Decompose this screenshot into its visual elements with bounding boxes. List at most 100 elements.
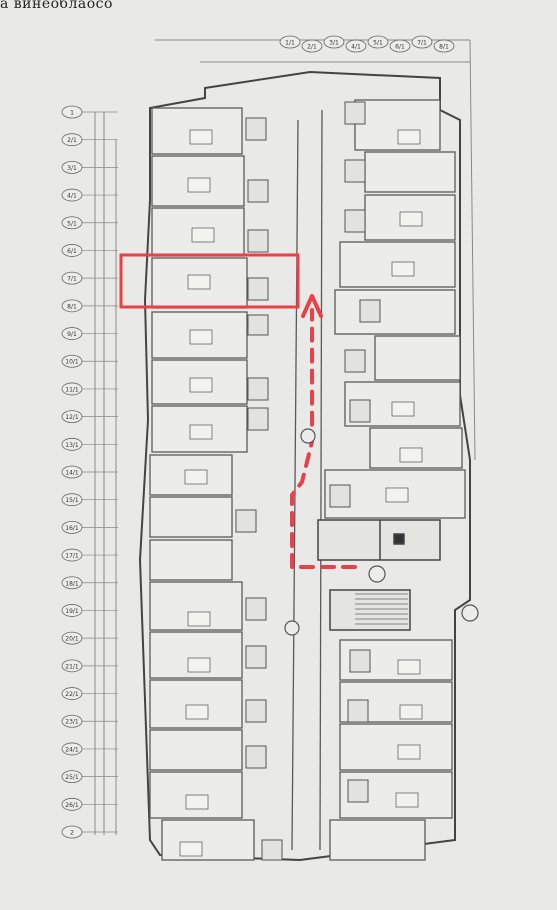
left-axis-label: 12/1 bbox=[65, 414, 79, 421]
left-axis-label: 16/1 bbox=[65, 525, 79, 532]
room-plaque bbox=[185, 794, 209, 810]
room-plaque bbox=[187, 177, 211, 193]
room-plaque bbox=[189, 329, 213, 345]
room-plaque bbox=[397, 744, 421, 760]
left-axis-label: 3/1 bbox=[67, 165, 77, 172]
left-axis-label: 25/1 bbox=[65, 774, 79, 781]
left-axis-marker: 5/1 bbox=[61, 216, 118, 230]
corridor bbox=[291, 109, 323, 851]
left-axis-label: 10/1 bbox=[65, 359, 79, 366]
stair-treads bbox=[355, 593, 408, 625]
elevator-core bbox=[317, 519, 441, 631]
left-axis-label: 8/1 bbox=[67, 303, 77, 310]
left-axis-label: 21/1 bbox=[65, 663, 79, 670]
room-plaque bbox=[184, 469, 208, 485]
room-plaque bbox=[395, 792, 419, 808]
left-axis-marker: 2/1 bbox=[61, 133, 118, 147]
top-axis-marker: 2/1 bbox=[301, 39, 323, 53]
left-axis-label: 22/1 bbox=[65, 691, 79, 698]
left-axis-label: 19/1 bbox=[65, 608, 79, 615]
room-plaque bbox=[399, 704, 423, 720]
left-axis-marker: 1 bbox=[61, 105, 118, 119]
left-axis-label: 15/1 bbox=[65, 497, 79, 504]
left-axis-label: 6/1 bbox=[67, 248, 77, 255]
right-bathrooms bbox=[329, 101, 381, 803]
left-axis-marker: 25/1 bbox=[61, 770, 118, 784]
room-plaque bbox=[391, 261, 415, 277]
route-arrowhead bbox=[301, 294, 323, 318]
room-plaque bbox=[399, 447, 423, 463]
room-plaques bbox=[179, 129, 423, 857]
page-caption: а винеоблаосо bbox=[0, 0, 113, 12]
top-axis-markers: 1/1 2/1 3/1 4/1 5/1 6/1 7/1 8/1 bbox=[279, 35, 455, 53]
left-axis-marker: 26/1 bbox=[61, 797, 118, 811]
top-axis-marker: 8/1 bbox=[433, 39, 455, 53]
left-axis-label: 4/1 bbox=[67, 193, 77, 200]
left-axis-label: 11/1 bbox=[65, 386, 79, 393]
left-axis-label: 13/1 bbox=[65, 442, 79, 449]
left-axis-marker: 2 bbox=[61, 825, 118, 839]
top-axis-marker: 3/1 bbox=[323, 35, 345, 49]
left-axis-label: 20/1 bbox=[65, 636, 79, 643]
left-axis-marker: 22/1 bbox=[61, 687, 118, 700]
left-axis-label: 9/1 bbox=[67, 331, 77, 338]
core-markers bbox=[284, 428, 479, 636]
top-axis-label: 6/1 bbox=[395, 44, 405, 51]
room-plaque bbox=[189, 129, 213, 145]
left-axis-marker: 4/1 bbox=[61, 188, 118, 202]
left-axis-label: 18/1 bbox=[65, 580, 79, 587]
left-axis-marker: 23/1 bbox=[61, 714, 118, 728]
left-axis-marker: 20/1 bbox=[61, 631, 118, 645]
highlighted-apartment bbox=[119, 253, 300, 309]
left-axis-marker: 11/1 bbox=[61, 382, 118, 396]
room-plaque bbox=[385, 487, 409, 503]
left-axis-marker: 21/1 bbox=[61, 659, 118, 673]
room-plaque bbox=[189, 377, 213, 393]
building-outline bbox=[138, 70, 471, 862]
top-axis-marker: 6/1 bbox=[389, 39, 411, 53]
left-axis-markers: 12/13/14/15/16/17/18/19/110/111/112/113/… bbox=[61, 105, 118, 839]
top-axis-label: 1/1 bbox=[285, 40, 295, 47]
top-axis-label: 8/1 bbox=[439, 44, 449, 51]
left-axis-label: 2 bbox=[70, 830, 74, 837]
top-axis-label: 7/1 bbox=[417, 40, 427, 47]
left-axis-marker: 9/1 bbox=[61, 327, 118, 340]
left-axis-label: 5/1 bbox=[67, 220, 77, 227]
left-axis-marker: 15/1 bbox=[61, 493, 118, 507]
room-plaque bbox=[189, 424, 213, 440]
room-plaque bbox=[187, 611, 211, 627]
top-axis-label: 3/1 bbox=[329, 40, 339, 47]
left-bathrooms bbox=[235, 117, 283, 861]
left-axis-marker: 12/1 bbox=[61, 410, 118, 424]
left-axis-label: 26/1 bbox=[65, 802, 79, 809]
left-axis-marker: 14/1 bbox=[61, 465, 118, 479]
top-axis-label: 4/1 bbox=[351, 44, 361, 51]
top-axis-label: 2/1 bbox=[307, 44, 317, 51]
room-plaque bbox=[397, 659, 421, 675]
left-axis-marker: 8/1 bbox=[61, 299, 118, 313]
left-axis-marker: 18/1 bbox=[61, 576, 118, 590]
left-axis-label: 17/1 bbox=[65, 553, 79, 560]
left-axis-marker: 13/1 bbox=[61, 437, 118, 451]
top-axis-marker: 7/1 bbox=[411, 35, 433, 49]
left-axis-marker: 10/1 bbox=[61, 354, 118, 368]
room-plaque bbox=[397, 129, 421, 145]
left-axis-label: 2/1 bbox=[67, 137, 77, 144]
left-axis-label: 24/1 bbox=[65, 746, 79, 753]
left-axis-marker: 24/1 bbox=[61, 742, 118, 756]
top-axis-label: 5/1 bbox=[373, 40, 383, 47]
left-axis-label: 23/1 bbox=[65, 719, 79, 726]
room-plaque bbox=[179, 841, 203, 857]
left-axis-label: 7/1 bbox=[67, 276, 77, 283]
room-plaque bbox=[399, 211, 423, 227]
room-plaque bbox=[191, 227, 215, 243]
left-axis-marker: 6/1 bbox=[61, 244, 118, 257]
left-axis-label: 14/1 bbox=[65, 470, 79, 477]
left-axis-marker: 19/1 bbox=[61, 604, 118, 617]
room-plaque bbox=[391, 401, 415, 417]
left-axis-marker: 3/1 bbox=[61, 160, 118, 174]
room-plaque bbox=[187, 274, 211, 290]
top-axis-marker: 4/1 bbox=[345, 39, 367, 53]
